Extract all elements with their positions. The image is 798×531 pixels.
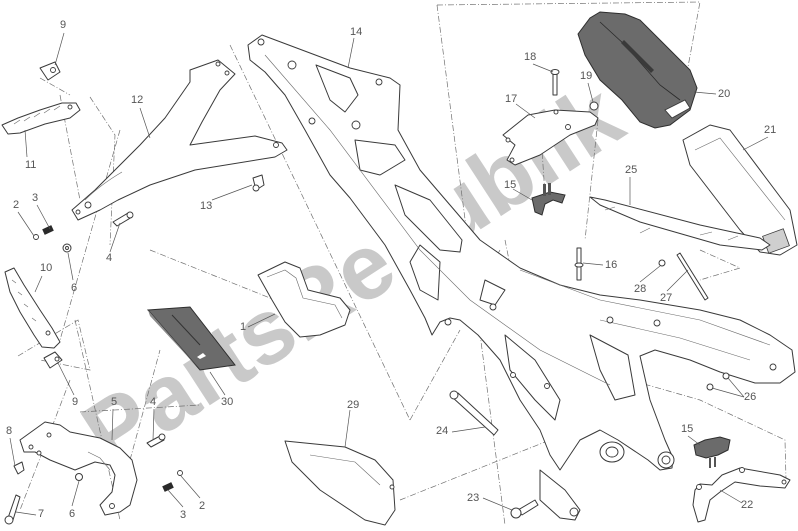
part-27-rod: [676, 252, 709, 301]
callout-25: 25: [625, 164, 638, 176]
part-7-bolt: [4, 494, 21, 525]
callout-6-lower: 6: [69, 508, 76, 520]
part-20-tail-light: [577, 11, 698, 129]
part-17-bracket: [502, 109, 599, 166]
callout-16: 16: [605, 259, 618, 271]
part-2-ball-top: [33, 234, 39, 240]
part-16-stud: [574, 247, 584, 281]
part-10-footpeg: [4, 267, 61, 349]
part-12-bracket: [71, 59, 288, 221]
part-3-spring-top: [42, 225, 54, 235]
callout-17: 17: [505, 93, 518, 105]
part-23-bolt: [510, 499, 539, 519]
callout-3-lower: 3: [180, 509, 187, 521]
callout-4-top: 4: [106, 252, 113, 264]
callout-23: 23: [467, 492, 480, 504]
callout-7: 7: [38, 508, 45, 520]
callout-26: 26: [744, 391, 757, 403]
callout-3-top: 3: [32, 192, 39, 204]
part-6-nut-top: [62, 243, 72, 253]
part-9-plate-lower: [43, 351, 63, 369]
part-19-nut: [589, 101, 599, 111]
callout-24: 24: [436, 425, 449, 437]
callout-28: 28: [634, 283, 647, 295]
callout-9-top: 9: [60, 19, 67, 31]
callout-8: 8: [6, 425, 13, 437]
callout-13: 13: [200, 200, 213, 212]
callout-9-lower: 9: [72, 396, 79, 408]
callout-21: 21: [764, 124, 777, 136]
callout-15-upper: 15: [504, 179, 517, 191]
callout-30: 30: [221, 396, 234, 408]
part-14-rear-frame: [247, 34, 796, 521]
part-11-footpeg: [1, 102, 81, 135]
part-1-pad: [257, 261, 351, 338]
callout-4-lower: 4: [150, 396, 157, 408]
callout-22: 22: [741, 499, 754, 511]
part-5-bracket: [19, 421, 138, 516]
part-9-plate-top: [39, 61, 61, 81]
part-24-bolt: [449, 390, 499, 436]
part-2-ball-lower: [177, 470, 183, 476]
callout-12: 12: [131, 94, 144, 106]
part-21-box: [682, 124, 798, 256]
callout-19: 19: [580, 70, 593, 82]
callout-1: 1: [240, 321, 247, 333]
part-15-rubber-upper: [531, 183, 566, 216]
part-28-screw: [658, 259, 666, 267]
callout-20: 20: [718, 88, 731, 100]
part-8-bolt: [13, 461, 25, 475]
part-13-bolt: [252, 174, 265, 192]
part-25-rail: [589, 196, 771, 251]
callout-15-lower: 15: [681, 423, 694, 435]
part-30-plate: [146, 306, 236, 372]
leader-lines: [9, 32, 769, 516]
part-15-rubber-lower: [693, 436, 731, 468]
part-22-bracket: [692, 467, 791, 523]
callout-11: 11: [25, 159, 37, 171]
callout-14: 14: [350, 26, 363, 38]
part-26-washers: [706, 372, 730, 391]
callout-27: 27: [660, 292, 673, 304]
callout-5: 5: [111, 396, 118, 408]
part-18-screw: [550, 69, 560, 96]
part-4-pin-top: [112, 211, 134, 227]
callout-18: 18: [524, 51, 537, 63]
part-6-nut-lower: [75, 473, 83, 481]
part-29-cover: [284, 440, 396, 526]
callout-6-top: 6: [71, 282, 78, 294]
assembly-lines: [17, 1, 787, 526]
callout-2-top: 2: [13, 199, 20, 211]
callout-29: 29: [347, 399, 360, 411]
callout-2-lower: 2: [199, 500, 206, 512]
callout-10: 10: [40, 262, 53, 274]
part-3-spring-lower: [162, 482, 174, 492]
part-4-pin-lower: [146, 433, 166, 448]
